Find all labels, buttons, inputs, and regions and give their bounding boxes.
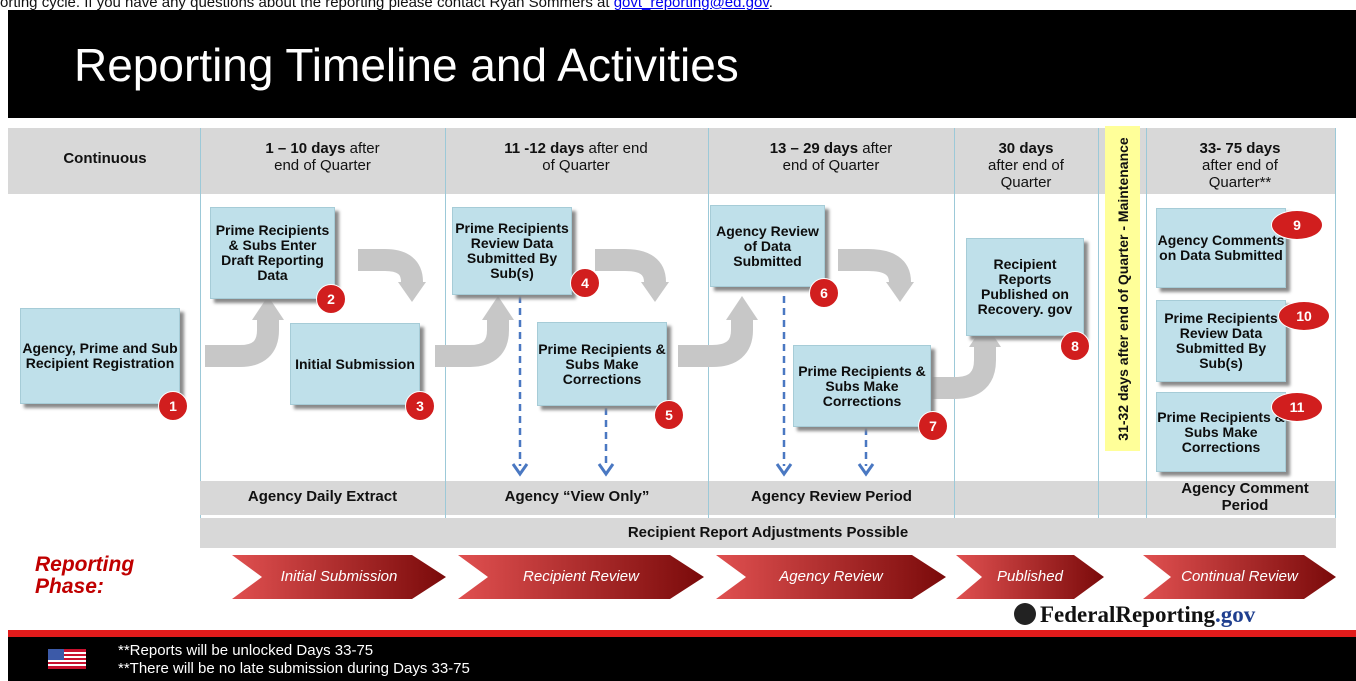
period-band (446, 481, 708, 515)
period-band (955, 481, 1098, 515)
phase-arrow-continual-review: Continual Review (1143, 555, 1336, 599)
step-box-9: Agency Comments on Data Submitted (1156, 208, 1286, 288)
footer-band: **Reports will be unlocked Days 33-75 **… (8, 637, 1356, 681)
step-box-8: Recipient Reports Published on Recovery.… (966, 238, 1084, 336)
step-badge-3: 3 (405, 391, 435, 421)
phase-agency-review-label: Agency Review (779, 568, 883, 585)
flow-arrow-head (886, 282, 914, 302)
phase-initial-submission-label: Initial Submission (280, 568, 398, 585)
flow-arrow-head (726, 296, 758, 320)
column-divider (200, 128, 201, 518)
column-header-continuous: Continuous (63, 150, 147, 167)
flow-arrow-head (482, 296, 514, 320)
flow-arrow-head (252, 296, 284, 320)
flow-arrow-head (641, 282, 669, 302)
column-divider (1146, 128, 1147, 518)
phase-arrow-initial-submission: Initial Submission (232, 555, 446, 599)
phase-continual-review-label: Continual Review (1181, 568, 1298, 585)
flow-arrow-head (398, 282, 426, 302)
adjustments-band: Recipient Report Adjustments Possible (200, 518, 1336, 548)
step-badge-6: 6 (809, 278, 839, 308)
step-box-3: Initial Submission (290, 323, 420, 405)
phase-arrow-shape (458, 555, 704, 599)
step-box-10: Prime Recipients Review Data Submitted B… (1156, 300, 1286, 382)
phase-published-label: Published (997, 568, 1063, 585)
period-band (1099, 481, 1146, 515)
reporting-phase-label: Reporting Phase: (35, 553, 135, 598)
phase-arrow-recipient-review: Recipient Review (458, 555, 704, 599)
step-badge-10: 10 (1278, 301, 1330, 331)
phase-arrow-shape (1143, 555, 1336, 599)
flow-arrow (205, 318, 279, 367)
step-badge-8: 8 (1060, 331, 1090, 361)
contact-email-link[interactable]: govt_reporting@ed.gov (613, 0, 769, 10)
dashed-arrow-head (511, 463, 529, 477)
flow-arrow (435, 318, 509, 367)
step-box-2: Prime Recipients & Subs Enter Draft Repo… (210, 207, 335, 299)
column-divider (708, 128, 709, 518)
phase-recipient-review-label: Recipient Review (523, 568, 639, 585)
phase-arrow-shape (956, 555, 1104, 599)
step-box-1: Agency, Prime and Sub Recipient Registra… (20, 308, 180, 404)
period-agency-review: Agency Review Period (751, 488, 912, 505)
step-badge-9: 9 (1271, 210, 1323, 240)
period-agency-comment: Agency Comment Period (1181, 480, 1309, 514)
flow-arrow (925, 345, 996, 399)
column-divider (1098, 128, 1099, 518)
period-agency-daily-extract: Agency Daily Extract (247, 488, 398, 505)
step-box-7: Prime Recipients & Subs Make Corrections (793, 345, 931, 427)
step-badge-5: 5 (654, 400, 684, 430)
maintenance-window: 31-32 days after end of Quarter - Mainte… (1105, 126, 1140, 451)
step-badge-11: 11 (1271, 392, 1323, 422)
title-band: Reporting Timeline and Activities (8, 10, 1356, 118)
period-band (200, 481, 445, 515)
flow-arrow (678, 318, 753, 367)
step-box-5: Prime Recipients & Subs Make Corrections (537, 322, 667, 406)
federalreporting-logo: FederalReporting.gov (1014, 602, 1255, 628)
step-badge-7: 7 (918, 411, 948, 441)
column-divider (954, 128, 955, 518)
intro-text: orting cycle. If you have any questions … (0, 0, 1356, 10)
step-box-4: Prime Recipients Review Data Submitted B… (452, 207, 572, 295)
eagle-seal-icon (1014, 603, 1036, 625)
phase-arrow-published: Published (956, 555, 1104, 599)
phase-arrow-shape (716, 555, 946, 599)
flow-arrow (838, 249, 911, 284)
column-divider (445, 128, 446, 518)
flow-arrow (595, 249, 666, 283)
dashed-arrow-head (857, 463, 875, 477)
step-badge-4: 4 (570, 268, 600, 298)
dashed-arrow-head (775, 463, 793, 477)
footer-note-2: **There will be no late submission durin… (118, 660, 470, 677)
step-box-6: Agency Review of Data Submitted (710, 205, 825, 287)
footer-note-1: **Reports will be unlocked Days 33-75 (118, 642, 374, 659)
step-badge-1: 1 (158, 391, 188, 421)
phase-arrow-shape (232, 555, 446, 599)
step-badge-2: 2 (316, 284, 346, 314)
us-flag-icon (48, 649, 86, 669)
flow-arrow (358, 249, 423, 283)
period-band (1147, 481, 1335, 515)
period-band (709, 481, 954, 515)
period-agency-view-only: Agency “View Only” (504, 488, 650, 505)
column-divider (1335, 128, 1336, 518)
phase-arrow-agency-review: Agency Review (716, 555, 946, 599)
slide-title: Reporting Timeline and Activities (74, 39, 739, 91)
dashed-arrow-head (597, 463, 615, 477)
footer-red-line (8, 630, 1356, 637)
step-box-11: Prime Recipients & Subs Make Corrections (1156, 392, 1286, 472)
